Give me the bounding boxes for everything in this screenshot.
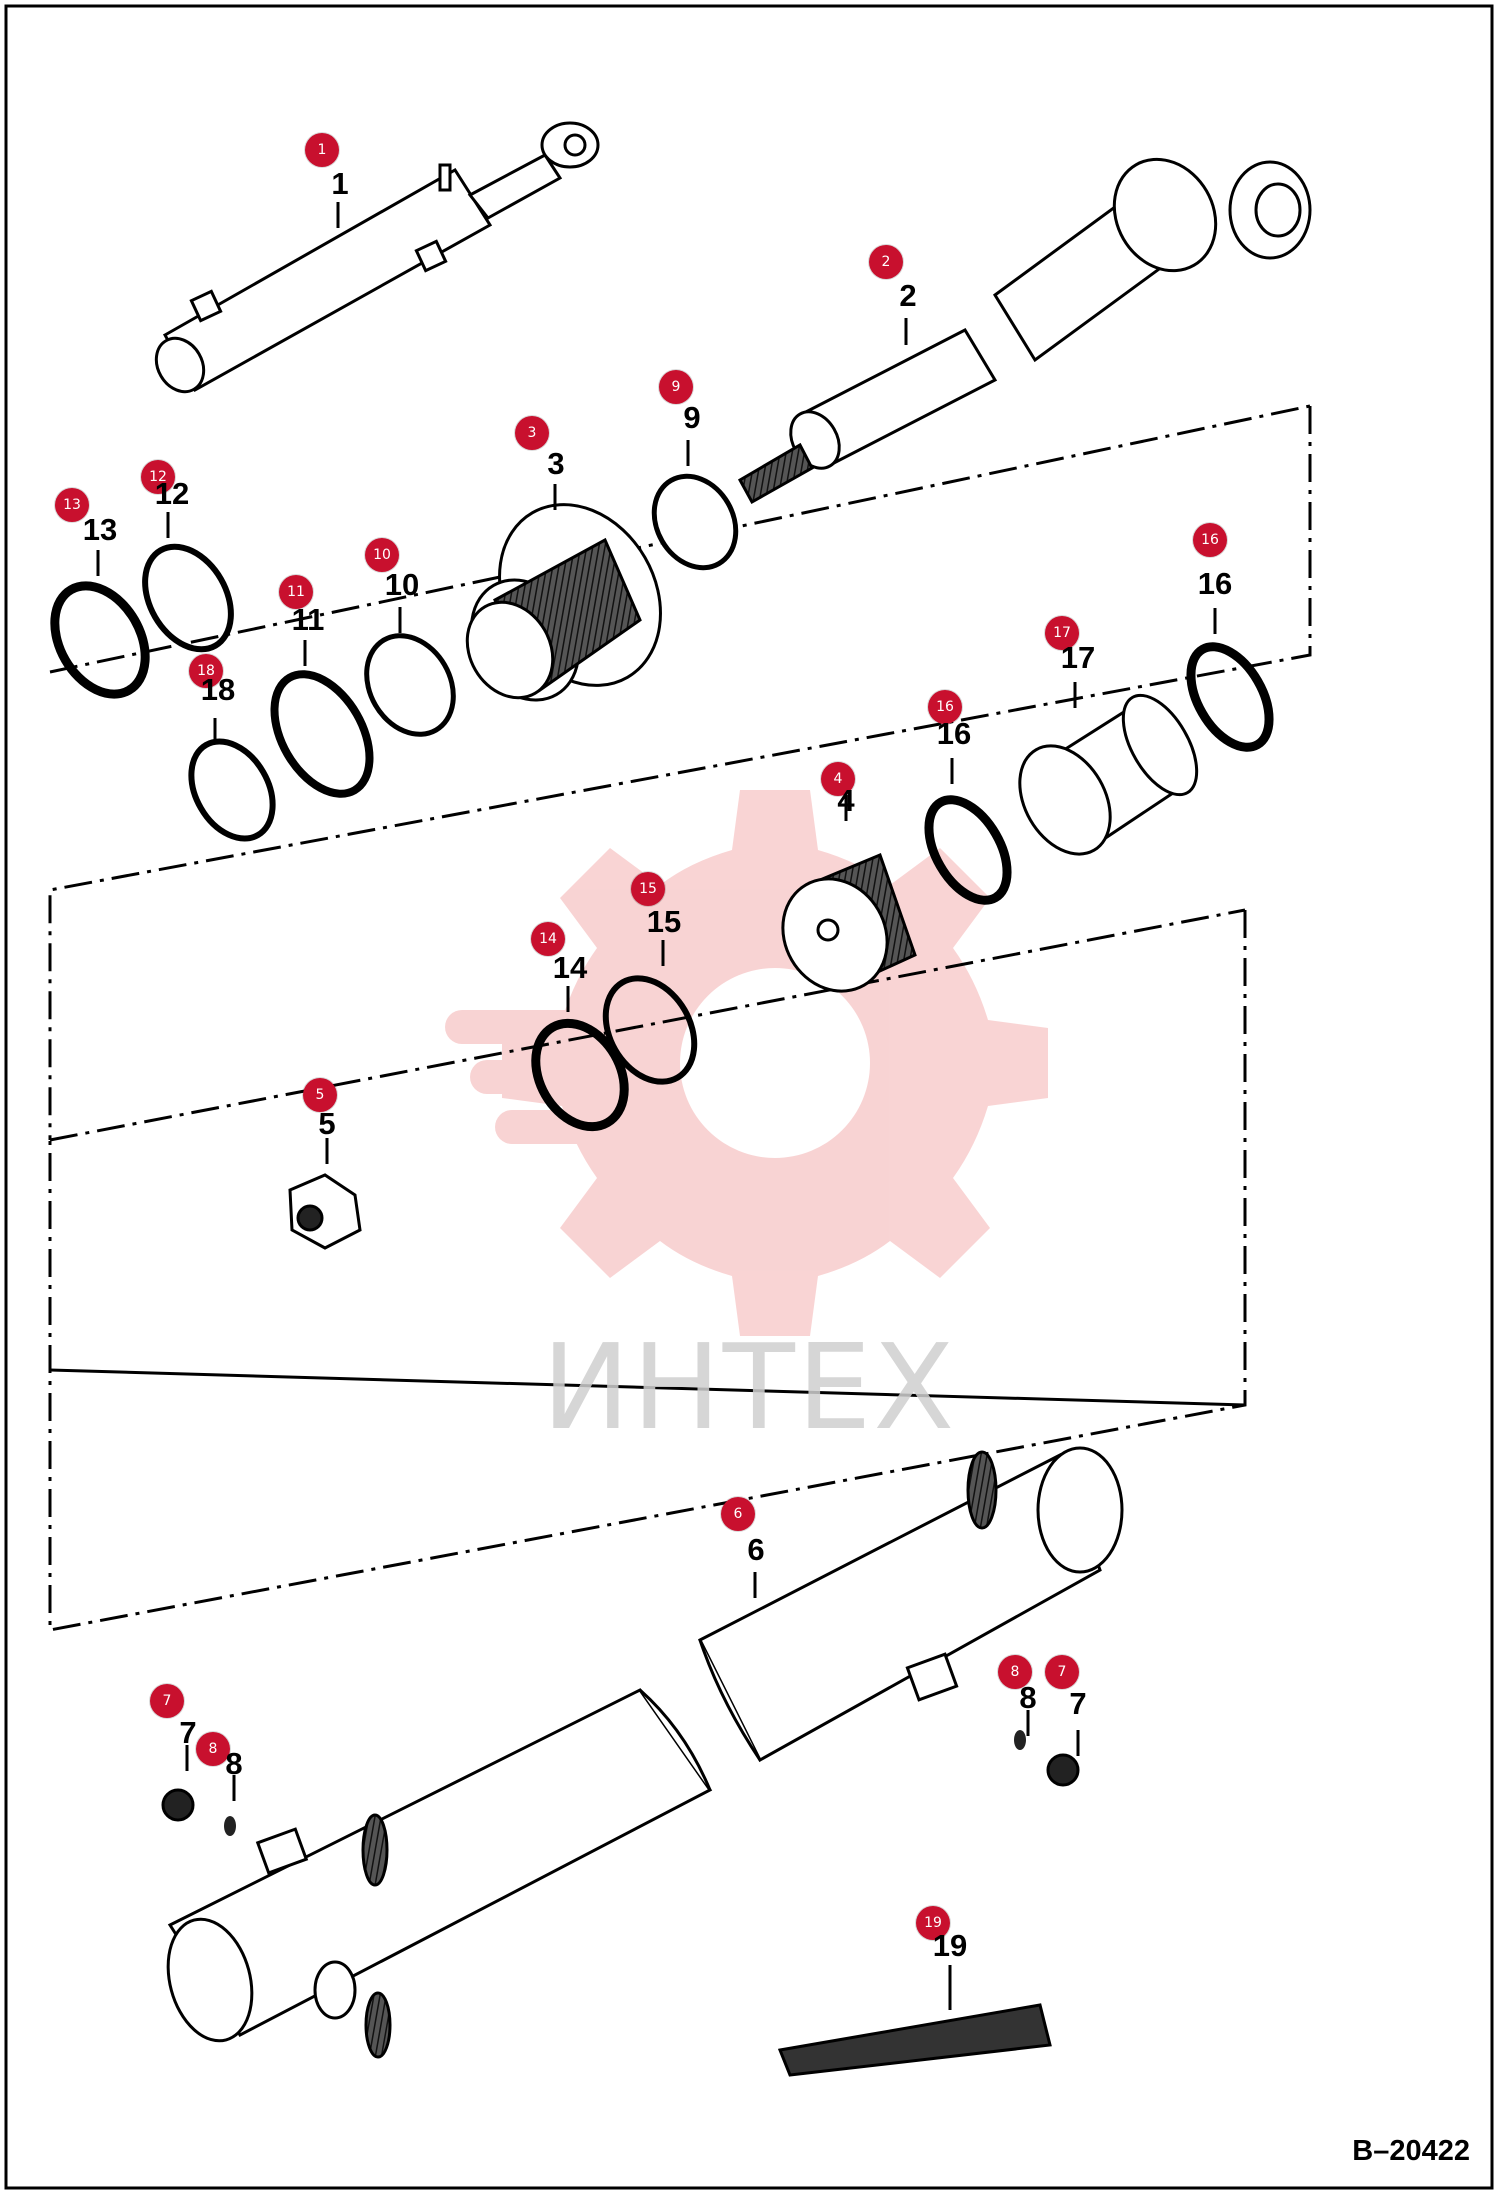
- part-14-ring: [531, 1018, 629, 1132]
- part-label-2: 2: [899, 278, 917, 313]
- part-17-sleeve: [1018, 693, 1199, 856]
- part-7-plug-right: [1046, 1753, 1080, 1787]
- part-label-17: 17: [1060, 640, 1096, 675]
- leader-lines: [96, 202, 1217, 2010]
- part-label-15: 15: [646, 904, 682, 939]
- part-13-ring: [50, 581, 150, 699]
- part-8-washer-right: [1014, 1730, 1026, 1750]
- callout-19[interactable]: 19: [916, 1906, 950, 1940]
- part-5-nut: [288, 1173, 362, 1250]
- callout-9[interactable]: 9: [659, 370, 693, 404]
- watermark-text: ИНТЕХ: [541, 1318, 957, 1456]
- callout-8-right[interactable]: 8: [998, 1655, 1032, 1689]
- callout-18[interactable]: 18: [189, 654, 223, 688]
- part-2-rod: [737, 157, 1312, 505]
- part-label-11: 11: [291, 602, 325, 637]
- part-15-ring: [602, 975, 698, 1085]
- part-8-washer-left: [224, 1816, 236, 1836]
- part-label-3: 3: [547, 446, 565, 481]
- callout-5[interactable]: 5: [303, 1078, 337, 1112]
- callout-11[interactable]: 11: [279, 575, 313, 609]
- page-border: [4, 4, 1494, 2190]
- callout-17[interactable]: 17: [1045, 616, 1079, 650]
- part-label-8-left: 8: [225, 1746, 243, 1781]
- part-16-ring-a: [1186, 642, 1274, 752]
- callout-13[interactable]: 13: [55, 488, 89, 522]
- callout-15[interactable]: 15: [631, 872, 665, 906]
- part-label-18: 18: [200, 672, 236, 707]
- part-12-ring: [142, 543, 234, 653]
- part-label-16-center: 16: [936, 716, 972, 751]
- part-label-10: 10: [384, 567, 420, 602]
- part-3-gland: [465, 503, 662, 702]
- part-16-ring-b: [924, 795, 1012, 905]
- part-label-5: 5: [318, 1106, 336, 1141]
- part-label-19: 19: [932, 1928, 968, 1963]
- callout-14[interactable]: 14: [531, 922, 565, 956]
- part-4-piston: [781, 853, 917, 993]
- part-label-7-left: 7: [179, 1715, 197, 1750]
- part-10-ring: [364, 633, 456, 737]
- callout-7-left[interactable]: 7: [150, 1684, 184, 1718]
- part-label-9: 9: [683, 400, 701, 435]
- callout-10[interactable]: 10: [365, 538, 399, 572]
- callout-1[interactable]: 1: [305, 133, 339, 167]
- part-label-16-right: 16: [1197, 566, 1233, 601]
- part-label-7-right: 7: [1069, 1686, 1087, 1721]
- part-19-decal: [777, 2003, 1052, 2077]
- watermark-gear-icon: [445, 790, 1048, 1336]
- part-11-ring: [270, 670, 374, 798]
- part-18-ring: [188, 738, 276, 842]
- part-7-plug-left: [161, 1788, 195, 1822]
- callout-16-center[interactable]: 16: [928, 690, 962, 724]
- part-label-8-right: 8: [1019, 1680, 1037, 1715]
- part-label-6: 6: [747, 1532, 765, 1567]
- part-label-13: 13: [82, 512, 118, 547]
- drawing-number: B–20422: [1352, 2135, 1470, 2167]
- part-label-14: 14: [552, 950, 588, 985]
- callout-7-right[interactable]: 7: [1045, 1655, 1079, 1689]
- part-6-barrel: [166, 1446, 1124, 2059]
- part-label-1: 1: [331, 166, 349, 201]
- part-label-12: 12: [154, 476, 190, 511]
- callout-12[interactable]: 12: [141, 460, 175, 494]
- callout-16-right[interactable]: 16: [1193, 523, 1227, 557]
- part-9-ring: [651, 473, 739, 571]
- callout-2[interactable]: 2: [869, 245, 903, 279]
- part-label-4: 4: [837, 783, 855, 818]
- callout-8-left[interactable]: 8: [196, 1732, 230, 1766]
- callout-6[interactable]: 6: [721, 1497, 755, 1531]
- part-1-cylinder-assembly: [154, 121, 600, 394]
- callout-3[interactable]: 3: [515, 416, 549, 450]
- callout-4[interactable]: 4: [821, 762, 855, 796]
